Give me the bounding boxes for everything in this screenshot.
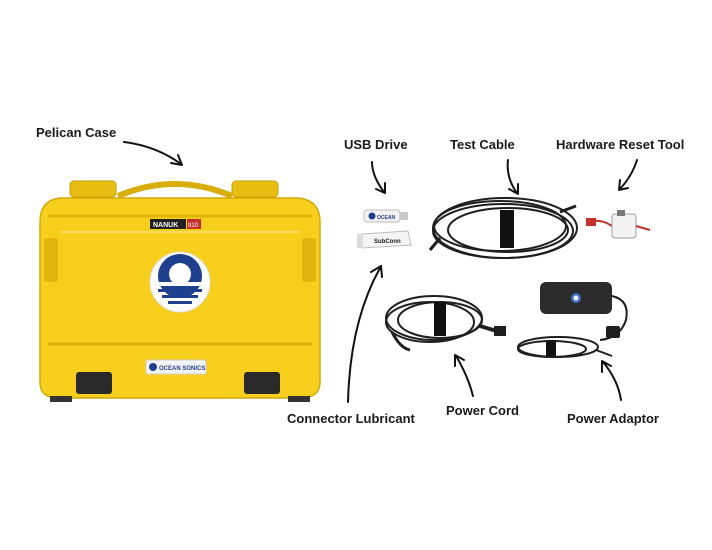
usb-drive: OCEAN — [363, 209, 408, 223]
test-cable-label: Test Cable — [450, 137, 515, 152]
usb-drive-arrow — [371, 161, 386, 194]
test-cable-arrow — [506, 159, 519, 195]
ocean-sonics-logo — [149, 251, 211, 313]
power-adaptor-arrow — [601, 360, 622, 401]
connector-lubricant-tube: SubConn — [357, 230, 412, 249]
case-brand-text: NANUK — [153, 222, 178, 229]
case-nameplate-text: OCEAN SONICS — [159, 366, 205, 372]
test-cable — [428, 197, 578, 259]
connector-lubricant-arrow — [347, 265, 383, 403]
power-cord-label: Power Cord — [446, 403, 519, 418]
hardware-reset-tool — [585, 210, 651, 239]
pelican-case-label: Pelican Case — [36, 125, 117, 140]
lubricant-brand-text: SubConn — [374, 239, 401, 245]
usb-drive-logo-text: OCEAN — [377, 215, 395, 221]
pelican-case-arrow — [123, 141, 183, 166]
power-cord-arrow — [454, 354, 474, 397]
connector-lubricant-label: Connector Lubricant — [287, 411, 415, 426]
pelican-case: NANUK 910 OCEAN SONICS — [39, 180, 321, 402]
usb-drive-label: USB Drive — [344, 137, 408, 152]
hardware-reset-tool-arrow — [618, 159, 638, 191]
power-cord — [385, 295, 506, 352]
hardware-reset-tool-label: Hardware Reset Tool — [556, 137, 685, 152]
power-adaptor — [517, 282, 628, 358]
case-model-text: 910 — [188, 223, 199, 229]
power-adaptor-label: Power Adaptor — [567, 411, 659, 426]
